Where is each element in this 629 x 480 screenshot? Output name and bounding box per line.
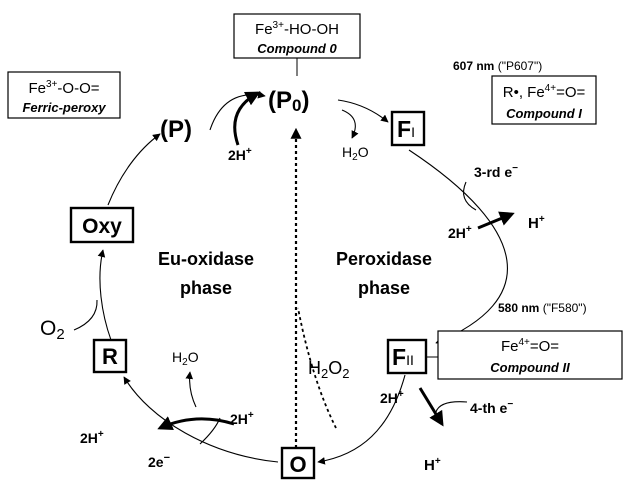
arrow-2h-into-o <box>157 416 235 430</box>
wavelength-580: 580 nm ("F580") <box>498 301 587 315</box>
label-h-fii: H+ <box>424 456 441 474</box>
arrow-o2-binding <box>73 299 98 331</box>
label-2h-o-right: 2H+ <box>230 410 254 427</box>
ferric-peroxy-label: Ferric-peroxy <box>22 100 106 115</box>
ferric-peroxy-box: Fe3+-O-O= Ferric-peroxy <box>7 71 121 119</box>
phase-label-peroxidase: Peroxidase <box>336 249 432 269</box>
state-fii-box <box>386 338 428 375</box>
state-oxy: Oxy <box>82 215 122 238</box>
label-o2: O2 <box>40 317 65 343</box>
state-p0: (P0) <box>268 87 309 115</box>
label-third-electron: 3-rd e− <box>474 163 518 180</box>
arc-fii-to-o <box>317 374 406 465</box>
arrow-h2o-release-p0 <box>341 109 359 139</box>
compound-0-formula: Fe3+-HO-OH <box>255 20 339 38</box>
label-h2o2: H2O2 <box>308 358 349 381</box>
state-r: R <box>102 344 118 369</box>
arrow-proton-out-fii <box>418 387 444 427</box>
compound-1-formula: R•, Fe4+=O= <box>503 83 586 101</box>
label-2h-o-left: 2H+ <box>80 429 104 446</box>
state-fi: FI <box>397 116 415 142</box>
compound-1-label: Compound I <box>506 106 582 121</box>
state-o-box <box>280 446 316 480</box>
label-fourth-electron: 4-th e− <box>470 399 513 416</box>
label-h2o-top: H2O <box>342 144 369 163</box>
wavelength-607: 607 nm ("P607") <box>453 59 542 73</box>
state-r-box <box>92 338 128 374</box>
label-h2o-bottom: H2O <box>172 349 199 368</box>
arrow-h2o-release-o <box>185 371 197 408</box>
arc-oxy-to-p <box>107 133 161 206</box>
compound-0-label: Compound 0 <box>257 41 337 56</box>
compound-0-box: Fe3+-HO-OH Compound 0 <box>233 13 361 59</box>
arrow-2h-into-p <box>233 91 261 146</box>
compound-2-formula: Fe4+=O= <box>501 337 559 355</box>
arrow-proton-out-fi <box>477 211 515 230</box>
arc-o-to-r <box>123 376 279 463</box>
label-h-fi: H+ <box>528 214 545 232</box>
state-oxy-box <box>69 206 135 244</box>
label-2e: 2e− <box>148 452 170 470</box>
arc-r-to-oxy <box>97 249 112 341</box>
compound-2-label: Compound II <box>490 360 570 375</box>
compound-2-box: Fe4+=O= Compound II <box>437 330 623 380</box>
ferric-peroxy-formula: Fe3+-O-O= <box>28 79 99 97</box>
arc-p0-to-fi <box>337 99 389 123</box>
label-2h-p: 2H+ <box>228 146 252 163</box>
label-2h-fii: 2H+ <box>380 389 404 406</box>
state-o: O <box>289 452 306 477</box>
compound-1-box: R•, Fe4+=O= Compound I <box>491 75 597 125</box>
arrow-third-electron <box>463 181 477 211</box>
phase-label-eu-oxidase: Eu-oxidase <box>158 249 254 269</box>
state-fi-box <box>390 110 426 147</box>
phase-label-peroxidase-2: phase <box>358 278 410 298</box>
state-p: (P) <box>160 116 192 143</box>
label-2h-fi: 2H+ <box>448 224 472 241</box>
arc-fi-to-fii <box>408 149 508 344</box>
phase-label-eu-oxidase-2: phase <box>180 278 232 298</box>
arrow-2e-into-o <box>199 417 221 445</box>
arrow-fourth-electron <box>435 401 468 413</box>
dotted-h2o2-entry <box>297 307 337 429</box>
